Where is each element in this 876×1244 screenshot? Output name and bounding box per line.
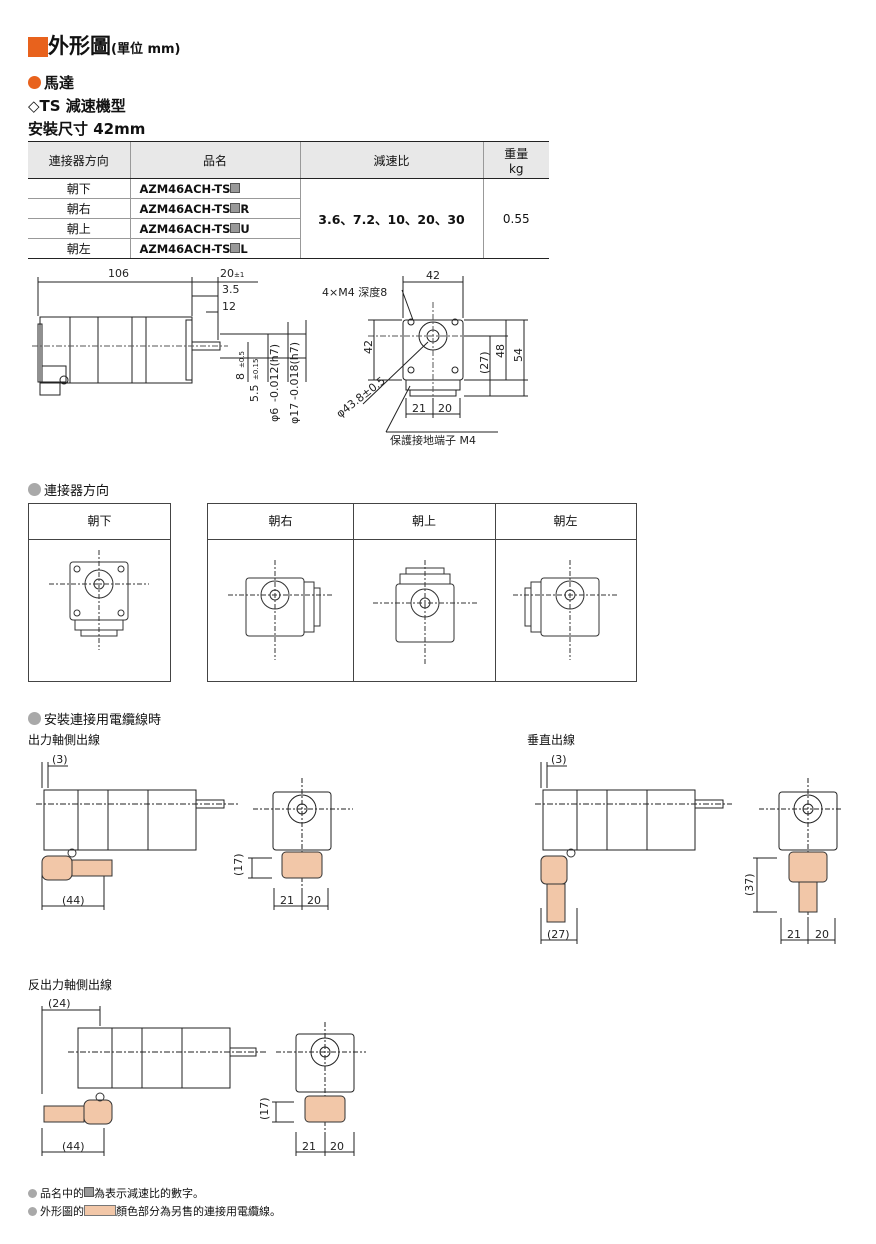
svg-text:-0.012(h7): -0.012(h7) [268,344,281,402]
svg-text:54: 54 [512,348,525,362]
svg-text:-0.018(h7): -0.018(h7) [288,342,301,400]
direction-box-down: 朝下 [28,503,171,682]
grey-dot-icon [28,483,41,496]
placeholder-box-icon [230,202,241,213]
svg-text:8: 8 [234,373,247,380]
svg-text:48: 48 [494,344,507,358]
section-connector-direction: 連接器方向 [28,480,109,499]
note-1: 品名中的為表示減速比的數字。 [28,1185,204,1201]
grey-dot-icon [28,1207,37,1216]
svg-text:±0.15: ±0.15 [252,359,260,380]
svg-text:20: 20 [330,1140,344,1153]
section-type: ◇TS 減速機型 [28,97,126,115]
svg-text:(27): (27) [478,351,491,374]
svg-text:(3): (3) [551,753,567,766]
motor-front-down-icon [49,550,149,650]
th-direction: 連接器方向 [28,141,130,179]
page-title: 外形圖(單位 mm) [28,30,181,60]
cable-opposite-side-drawing: (24) (44) (17) 21 20 [41,997,366,1156]
svg-text:5.5: 5.5 [248,385,261,403]
cable-connector-icon [41,855,73,881]
svg-text:(27): (27) [547,928,570,941]
orange-dot-icon [28,76,41,89]
svg-text:20: 20 [438,402,452,415]
dim-screws: 4×M4 深度8 [322,285,387,299]
th-model: 品名 [129,141,300,179]
placeholder-box-icon [84,1187,94,1197]
dim-12: 12 [222,300,236,313]
svg-text:(24): (24) [48,997,71,1010]
svg-text:21: 21 [280,894,294,907]
label-output-side: 出力軸側出線 [28,733,101,747]
svg-text:21: 21 [412,402,426,415]
dim-3-5: 3.5 [222,283,240,296]
motor-front-views [228,560,618,665]
svg-text:(37): (37) [743,873,756,896]
svg-text:20: 20 [307,894,321,907]
svg-text:42: 42 [362,340,375,354]
cable-output-side-drawing: (3) (44) (17) 21 20 [36,753,353,910]
placeholder-box-icon [230,242,241,253]
svg-text:21: 21 [787,928,801,941]
section-size: 安裝尺寸 42mm [28,120,146,138]
unit-label: (單位 mm) [111,42,181,57]
svg-text:(44): (44) [62,1140,85,1153]
svg-text:±1: ±1 [234,271,244,279]
dim-shaft: 20 [220,267,234,280]
dim-ground: 保護接地端子 M4 [390,433,476,447]
label-opposite-side: 反出力軸側出線 [28,978,113,992]
placeholder-box-icon [230,182,241,193]
placeholder-box-icon [230,222,241,233]
svg-text:(17): (17) [232,853,245,876]
svg-text:±0.5: ±0.5 [238,351,246,368]
dim-length: 106 [108,267,129,280]
title-square-icon [28,37,48,57]
section-cable: 安裝連接用電纜線時 [28,709,161,728]
cable-vertical-drawing: (3) (27) (37) 21 20 [535,753,842,944]
section-motor: 馬達 [28,72,74,93]
grey-dot-icon [28,1189,37,1198]
svg-text:(3): (3) [52,753,68,766]
svg-text:φ6: φ6 [268,408,281,422]
svg-text:φ17: φ17 [288,403,301,424]
weight-cell: 0.55 [482,178,549,259]
svg-text:(44): (44) [62,894,85,907]
note-2: 外形圖的顏色部分為另售的連接用電纜線。 [28,1203,281,1219]
direction-box-group: 朝右 朝上 朝左 [207,503,637,682]
th-ratio: 減速比 [299,141,483,179]
svg-text:φ43.8±0.5: φ43.8±0.5 [334,374,388,420]
table-row: 朝下 AZM46ACH-TS 3.6、7.2、10、20、30 0.55 [28,178,549,259]
grey-dot-icon [28,712,41,725]
ratio-cell: 3.6、7.2、10、20、30 [299,178,483,259]
cable-color-swatch-icon [84,1205,116,1216]
svg-text:20: 20 [815,928,829,941]
dim-flange: 42 [426,269,440,282]
label-vertical: 垂直出線 [527,733,576,747]
svg-text:21: 21 [302,1140,316,1153]
dimension-drawing: 106 20 ±1 3.5 12 42 4×M4 深度8 42 (27) 48 … [32,267,528,447]
svg-text:(17): (17) [258,1097,271,1120]
